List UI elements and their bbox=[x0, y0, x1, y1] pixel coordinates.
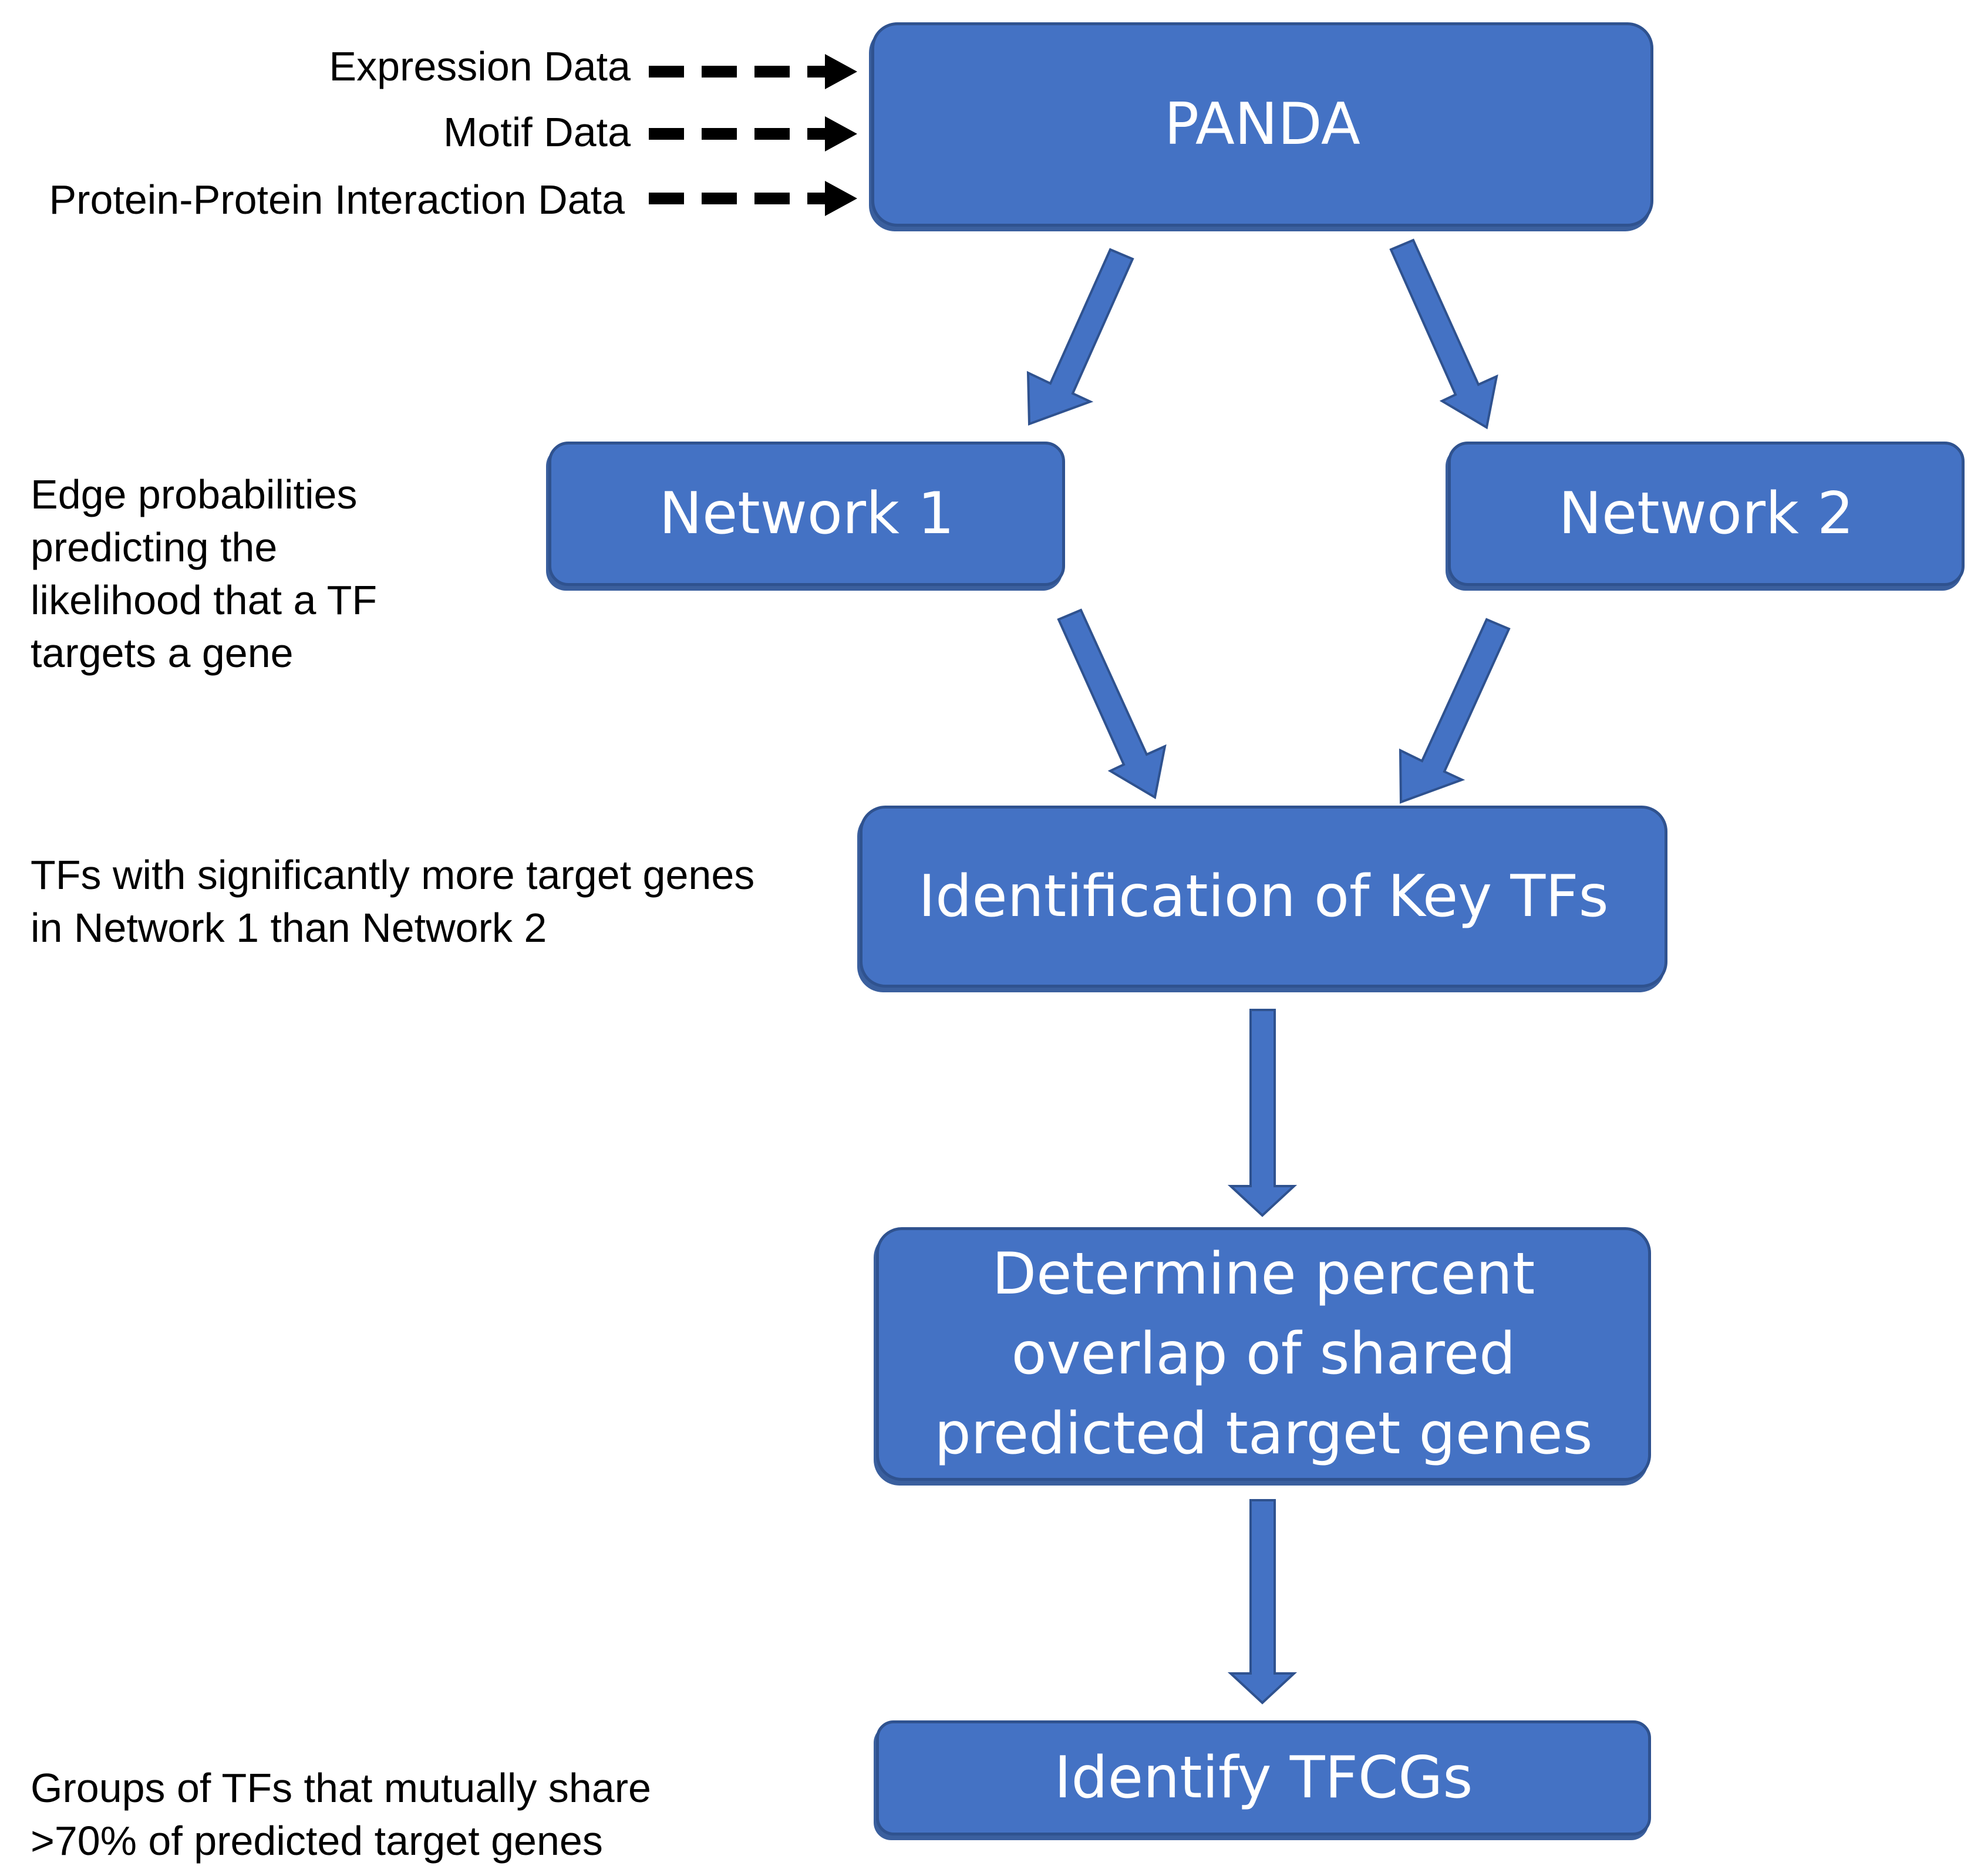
key-tfs-label: Identification of Key TFs bbox=[918, 863, 1609, 930]
dashed-arrow-expression bbox=[649, 54, 857, 89]
annotation-key-tfs: TFs with significantly more target genes… bbox=[31, 852, 755, 951]
network1-label: Network 1 bbox=[659, 480, 955, 547]
arrow-overlap-to-tfcgs bbox=[1227, 1499, 1298, 1705]
arrow-network1-to-keytfs bbox=[1057, 608, 1167, 800]
dashed-arrow-ppi bbox=[649, 181, 857, 216]
tfcgs-label: Identify TFCGs bbox=[1054, 1744, 1473, 1811]
arrow-panda-to-network2 bbox=[1389, 238, 1498, 430]
key-tfs-box: Identification of Key TFs bbox=[860, 806, 1667, 988]
tfcgs-box: Identify TFCGs bbox=[876, 1720, 1651, 1835]
arrow-panda-to-network1 bbox=[1026, 248, 1134, 426]
panda-box: PANDA bbox=[871, 22, 1653, 227]
network2-box: Network 2 bbox=[1448, 442, 1965, 586]
network1-box: Network 1 bbox=[548, 442, 1065, 586]
annotation-tfcgs: Groups of TFs that mutually share >70% o… bbox=[31, 1765, 651, 1864]
input-label-expression: Expression Data bbox=[329, 43, 631, 89]
arrow-keytfs-to-overlap bbox=[1227, 1009, 1298, 1217]
dashed-arrow-motif bbox=[649, 116, 857, 151]
network2-label: Network 2 bbox=[1558, 480, 1854, 547]
input-label-ppi: Protein-Protein Interaction Data bbox=[49, 177, 625, 223]
overlap-box: Determine percent overlap of shared pred… bbox=[876, 1227, 1651, 1481]
input-label-motif: Motif Data bbox=[443, 109, 631, 155]
arrow-network2-to-keytfs bbox=[1399, 618, 1511, 804]
panda-label: PANDA bbox=[1164, 91, 1360, 158]
annotation-edge-probabilities: Edge probabilities predicting the likeli… bbox=[31, 471, 378, 676]
overlap-label: Determine percent overlap of shared pred… bbox=[934, 1241, 1593, 1467]
